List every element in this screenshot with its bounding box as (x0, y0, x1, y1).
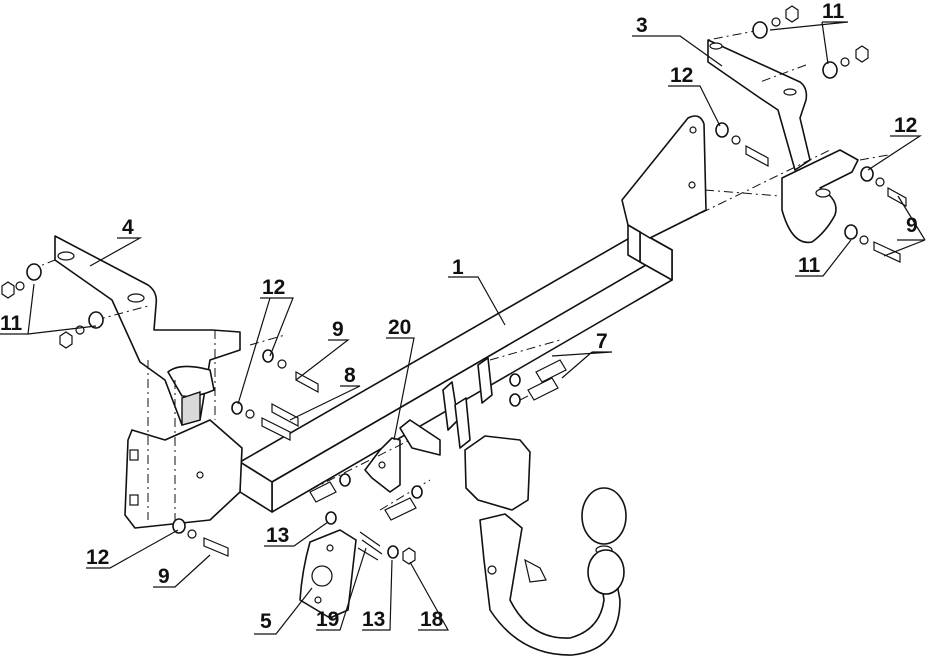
detachable-towball (464, 435, 627, 656)
right-chassis-bracket (707, 39, 859, 244)
callout-7: 7 (596, 330, 608, 353)
callout-20: 20 (388, 316, 411, 339)
callout-12-top: 12 (670, 64, 693, 87)
right-beam-bracket (621, 115, 707, 263)
callout-4: 4 (122, 216, 134, 239)
callout-5: 5 (260, 610, 272, 633)
callouts: 1 3 4 5 7 8 9 9 9 11 11 11 12 12 12 12 1… (0, 0, 918, 633)
callout-9-right: 9 (906, 214, 918, 237)
callout-9-mid: 9 (332, 318, 344, 341)
leader-lines (0, 21, 926, 635)
electrics-plate (364, 437, 401, 493)
callout-18: 18 (420, 608, 444, 631)
callout-19: 19 (316, 608, 339, 631)
callout-1: 1 (452, 256, 464, 279)
main-crossbeam (239, 231, 673, 513)
callout-9-left: 9 (158, 565, 170, 588)
callout-12-bottom: 12 (86, 546, 109, 569)
callout-11-top: 11 (822, 0, 845, 23)
callout-13-right: 13 (362, 608, 385, 631)
callout-13-left: 13 (266, 524, 289, 547)
fasteners (1, 5, 907, 565)
callout-12-right: 12 (894, 114, 917, 137)
center-brackets (399, 357, 493, 456)
callout-3: 3 (636, 14, 648, 37)
left-chassis-bracket (54, 235, 241, 426)
callout-11-left: 11 (0, 312, 23, 335)
callout-11-right: 11 (798, 254, 821, 277)
callout-8: 8 (344, 364, 356, 387)
socket-plate (299, 529, 357, 619)
callout-12-mid: 12 (262, 276, 285, 299)
left-beam-bracket (124, 419, 243, 529)
